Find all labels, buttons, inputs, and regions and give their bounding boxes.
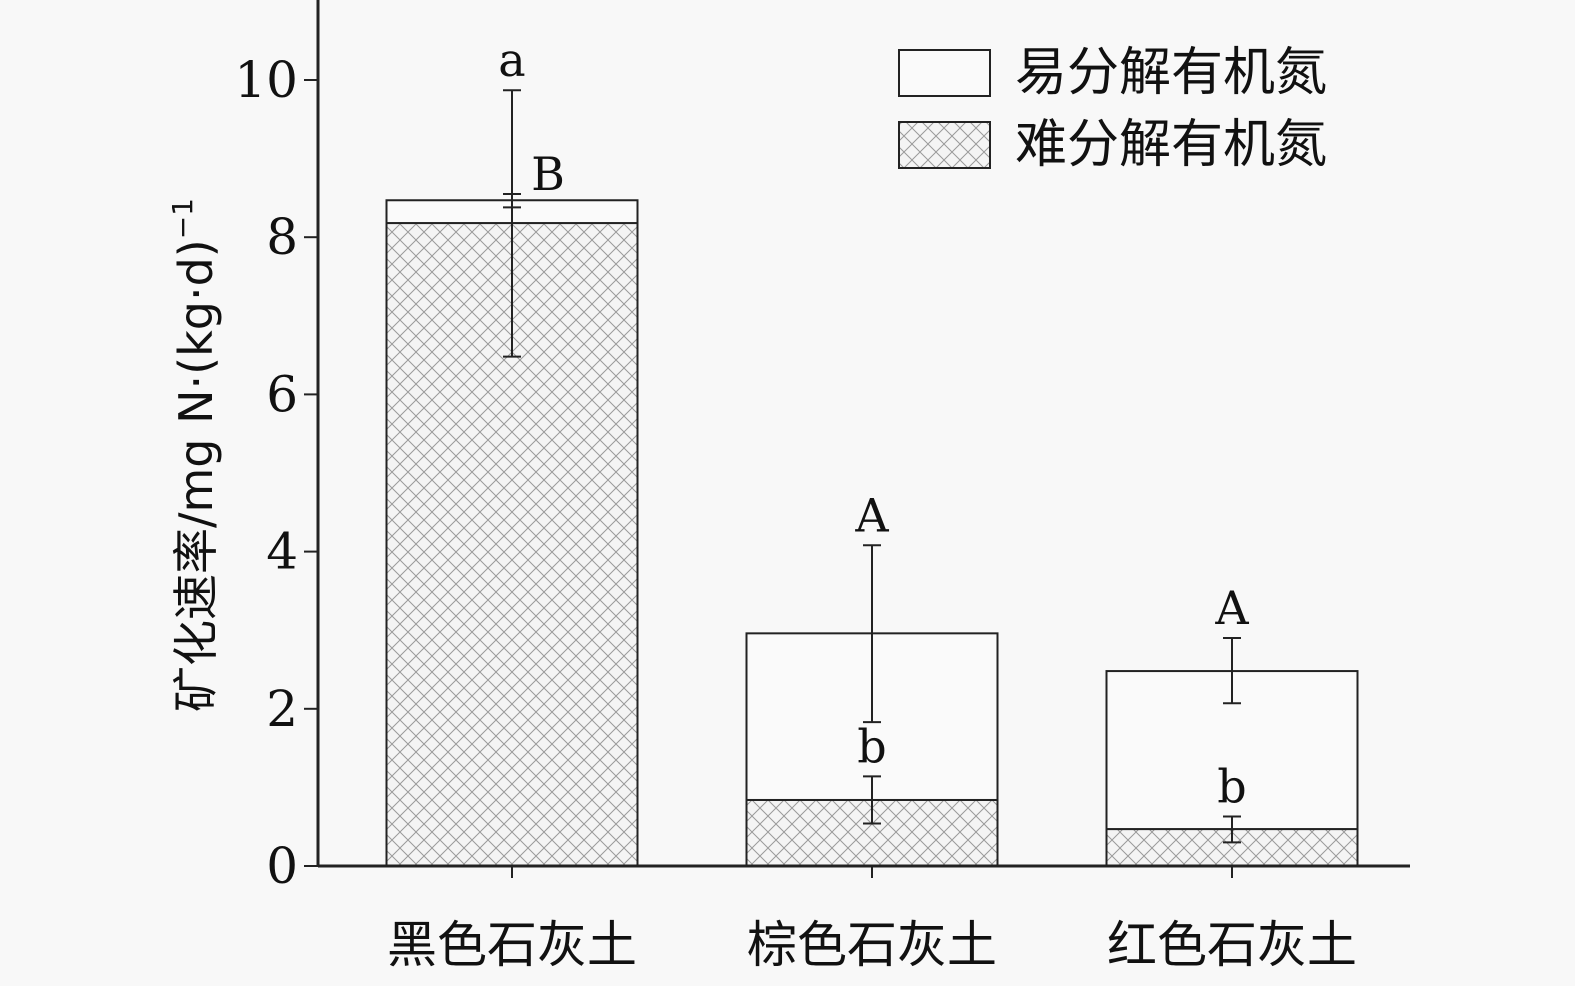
significance-letter: b [857,719,886,773]
y-axis-label: 矿化速率/mg N·(kg·d)−1 [166,198,223,712]
legend-label: 难分解有机氮 [1015,115,1327,175]
bars: aBb Ab A [385,33,1359,868]
y-tick-label: 8 [266,208,298,266]
y-tick-label: 6 [266,365,298,423]
y-tick-label: 4 [266,523,298,581]
legend-swatch [898,49,991,97]
legend-label: 易分解有机氮 [1015,43,1327,103]
x-tick-label: 棕色石灰土 [747,916,997,974]
axes: 黑色石灰土 棕色石灰土 红色石灰土 0 2 4 6 8 10 [234,0,1410,974]
significance-letter: a [498,33,525,87]
significance-letter: A [1214,581,1249,635]
significance-letter: A [854,488,889,542]
significance-letter: b [1217,759,1246,813]
y-tick-label: 10 [234,51,298,109]
y-tick-label: 0 [266,837,298,895]
y-axis-label-text: 矿化速率/mg N·(kg·d) [169,239,223,712]
y-tick-label: 2 [266,680,298,738]
x-tick-label: 黑色石灰土 [387,916,637,974]
y-axis-label-superscript: −1 [166,198,199,239]
x-tick-label: 红色石灰土 [1107,916,1357,974]
significance-letter: B [531,147,565,201]
legend-swatch [898,121,991,169]
